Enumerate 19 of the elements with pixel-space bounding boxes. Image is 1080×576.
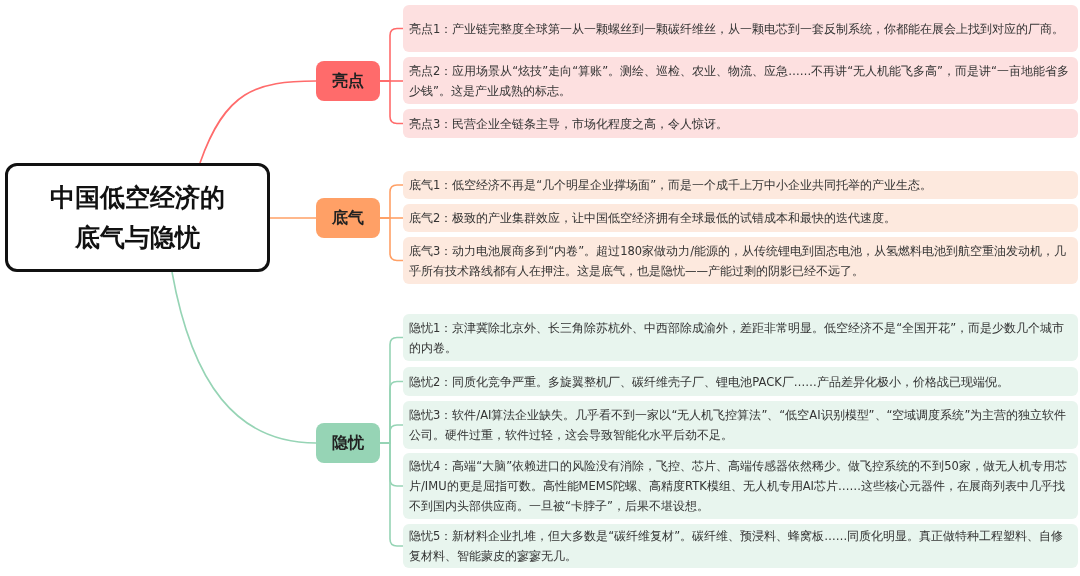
branch-box: 亮点 bbox=[316, 61, 380, 101]
note-box: 隐忧4：高端“大脑”依赖进口的风险没有消除，飞控、芯片、高端传感器依然稀少。做飞控系统的不到50家，做无人机专用芯片/IMU的更是屈指可数。高性能MEMS陀螺、高精度RTK模组、无人机专用AI芯片……这些核心元器件，在展商列表中几乎找不到国内头部供应商。一旦被“卡脖子”，后果不堪设想。 bbox=[403, 453, 1078, 519]
connector-line bbox=[171, 271, 317, 444]
note-box: 亮点1：产业链完整度全球第一从一颗螺丝到一颗碳纤维丝，从一颗电芯到一套反制系统，你都能在展会上找到对应的厂商。 bbox=[403, 5, 1078, 52]
note-box: 底气2：极致的产业集群效应，让中国低空经济拥有全球最低的试错成本和最快的迭代速度。 bbox=[403, 204, 1078, 232]
connector-line bbox=[269, 217, 317, 219]
connector-line bbox=[379, 442, 404, 547]
note-box: 亮点3：民营企业全链条主导，市场化程度之高，令人惊讶。 bbox=[403, 109, 1078, 138]
note-box: 亮点2：应用场景从“炫技”走向“算账”。测绘、巡检、农业、物流、应急……不再讲“无人机能飞多高”，而是讲“一亩地能省多少钱”。这是产业成熟的标志。 bbox=[403, 57, 1078, 104]
note-box: 隐忧2：同质化竞争严重。多旋翼整机厂、碳纤维壳子厂、锂电池PACK厂……产品差异化极小，价格战已现端倪。 bbox=[403, 367, 1078, 396]
branch-box: 隐忧 bbox=[316, 423, 380, 463]
topic-box: 中国低空经济的底气与隐忧 bbox=[5, 163, 270, 272]
note-box: 底气1：低空经济不再是“几个明星企业撑场面”，而是一个成千上万中小企业共同托举的产业生态。 bbox=[403, 171, 1078, 199]
note-box: 隐忧3：软件/AI算法企业缺失。几乎看不到一家以“无人机飞控算法”、“低空AI识别模型”、“空域调度系统”为主营的独立软件公司。硬件过重，软件过轻，这会导致智能化水平后劲不足。 bbox=[403, 401, 1078, 449]
note-box: 隐忧5：新材料企业扎堆，但大多数是“碳纤维复材”。碳纤维、预浸料、蜂窝板……同质化明显。真正做特种工程塑料、自修复材料、智能蒙皮的寥寥无几。 bbox=[403, 524, 1078, 568]
branch-box: 底气 bbox=[316, 198, 380, 238]
connector-line bbox=[199, 80, 317, 164]
note-box: 隐忧1：京津冀除北京外、长三角除苏杭外、中西部除成渝外，差距非常明显。低空经济不是“全国开花”，而是少数几个城市的内卷。 bbox=[403, 314, 1078, 361]
note-box: 底气3：动力电池展商多到“内卷”。超过180家做动力/能源的，从传统锂电到固态电池，从氢燃料电池到航空重油发动机，几乎所有技术路线都有人在押注。这是底气，也是隐忧——产能过剩的阴影已经不远了。 bbox=[403, 237, 1078, 284]
